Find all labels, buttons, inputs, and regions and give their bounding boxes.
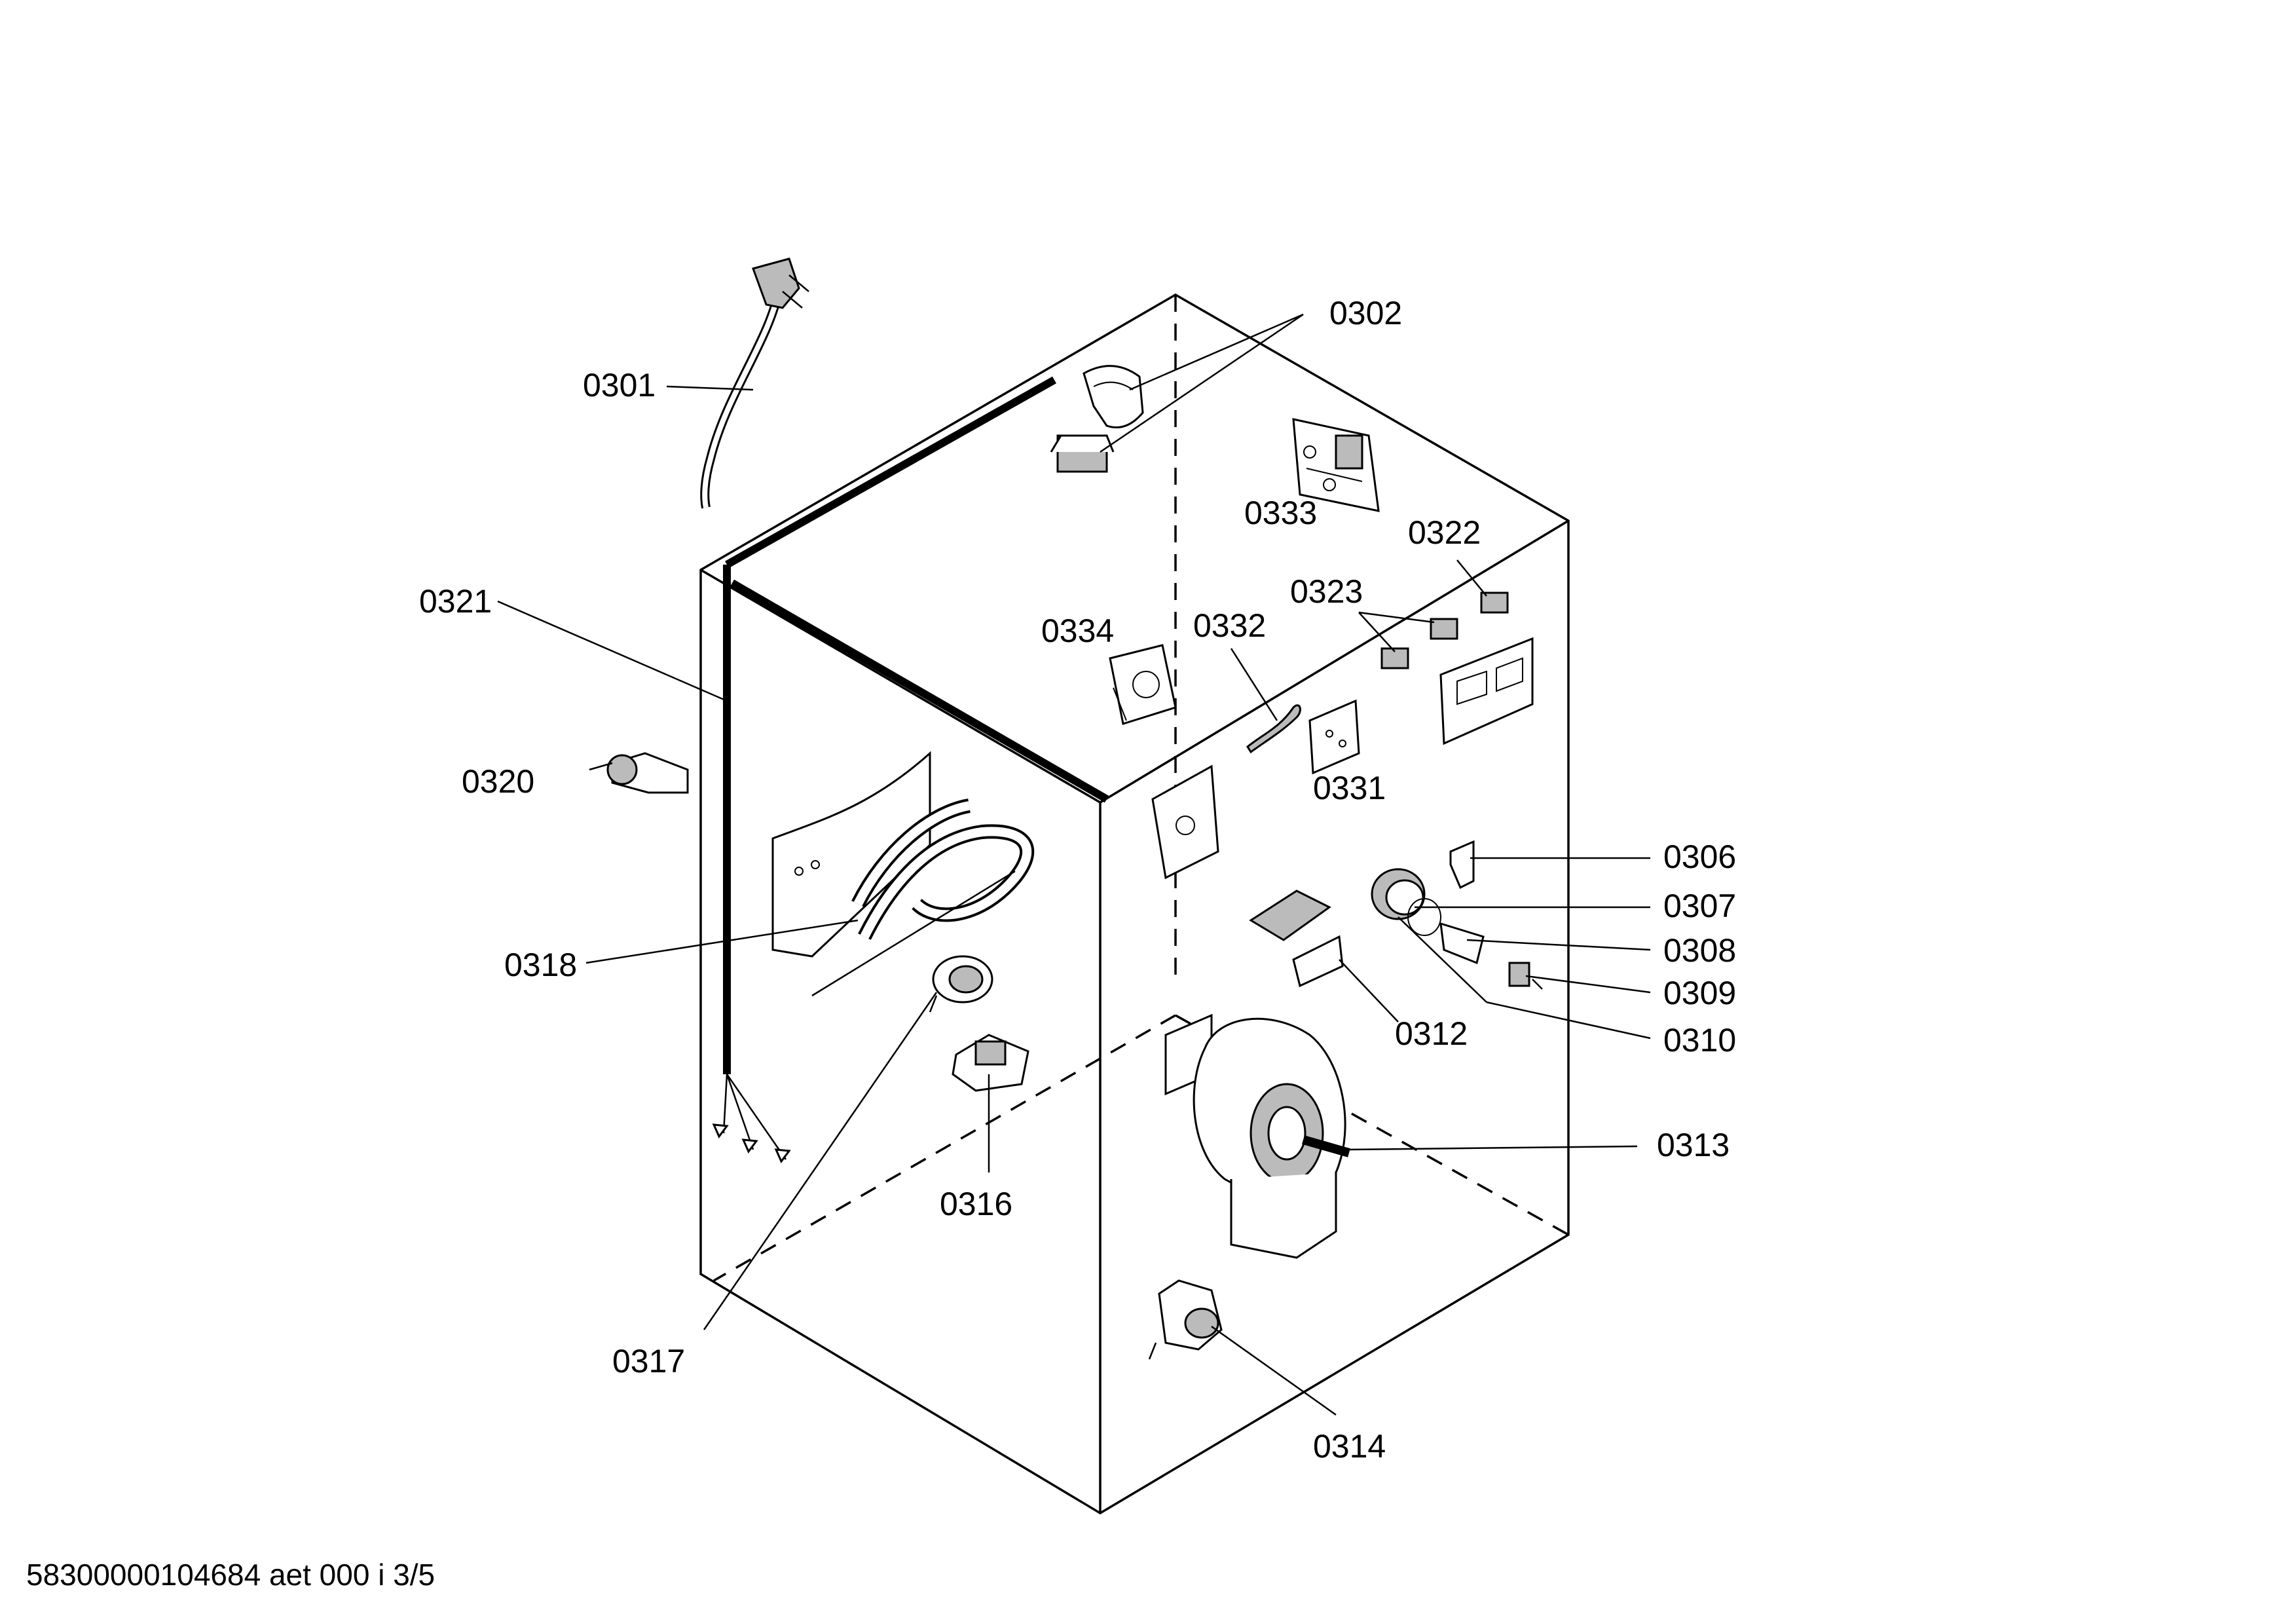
clip: [1449, 840, 1475, 890]
switch-panel: [1380, 591, 1534, 745]
wiring-harness: [712, 376, 1109, 1163]
cable-piece: [1246, 704, 1301, 754]
label-0320: 0320: [462, 763, 534, 800]
mounting-bracket: [1151, 764, 1219, 880]
power-cord-plug: [700, 257, 809, 509]
cable-clips: [1050, 365, 1144, 473]
label-0309: 0309: [1663, 975, 1736, 1011]
circuit-board: [1308, 699, 1360, 775]
label-0333: 0333: [1244, 495, 1317, 531]
control-module: [1292, 418, 1380, 512]
label-0318: 0318: [504, 947, 577, 983]
label-0316: 0316: [940, 1186, 1012, 1222]
connector: [1249, 890, 1344, 988]
drain-pump: [1148, 1279, 1223, 1360]
heater-element: [771, 751, 1035, 997]
document-id: 58300000104684 aet 000 i 3/5: [26, 1558, 435, 1592]
leader-lines: [497, 313, 1651, 1416]
label-0302: 0302: [1329, 295, 1402, 331]
label-0312: 0312: [1395, 1015, 1468, 1052]
label-0308: 0308: [1663, 932, 1736, 969]
part-labels: 0301 0302 0333 0322 0323 0321 0334 0332 …: [419, 295, 1736, 1465]
label-0317: 0317: [612, 1343, 685, 1379]
label-0306: 0306: [1663, 838, 1736, 875]
label-0323: 0323: [1290, 573, 1363, 610]
cabinet-outline: [699, 293, 1570, 1515]
label-0331: 0331: [1313, 770, 1386, 806]
thermostat: [929, 955, 993, 1013]
label-0313: 0313: [1657, 1127, 1730, 1163]
label-0322: 0322: [1408, 514, 1481, 551]
label-0332: 0332: [1193, 607, 1266, 644]
timer-module: [1109, 644, 1177, 725]
lamp-assembly: [1371, 868, 1543, 990]
label-0314: 0314: [1313, 1428, 1386, 1465]
motor: [1164, 1013, 1350, 1259]
label-0321: 0321: [419, 583, 492, 620]
label-0307: 0307: [1663, 888, 1736, 924]
pressure-switch: [952, 1034, 1029, 1092]
label-0310: 0310: [1663, 1022, 1736, 1059]
label-0334: 0334: [1041, 612, 1114, 649]
dispenser-part: [606, 752, 689, 794]
label-0301: 0301: [583, 367, 656, 404]
